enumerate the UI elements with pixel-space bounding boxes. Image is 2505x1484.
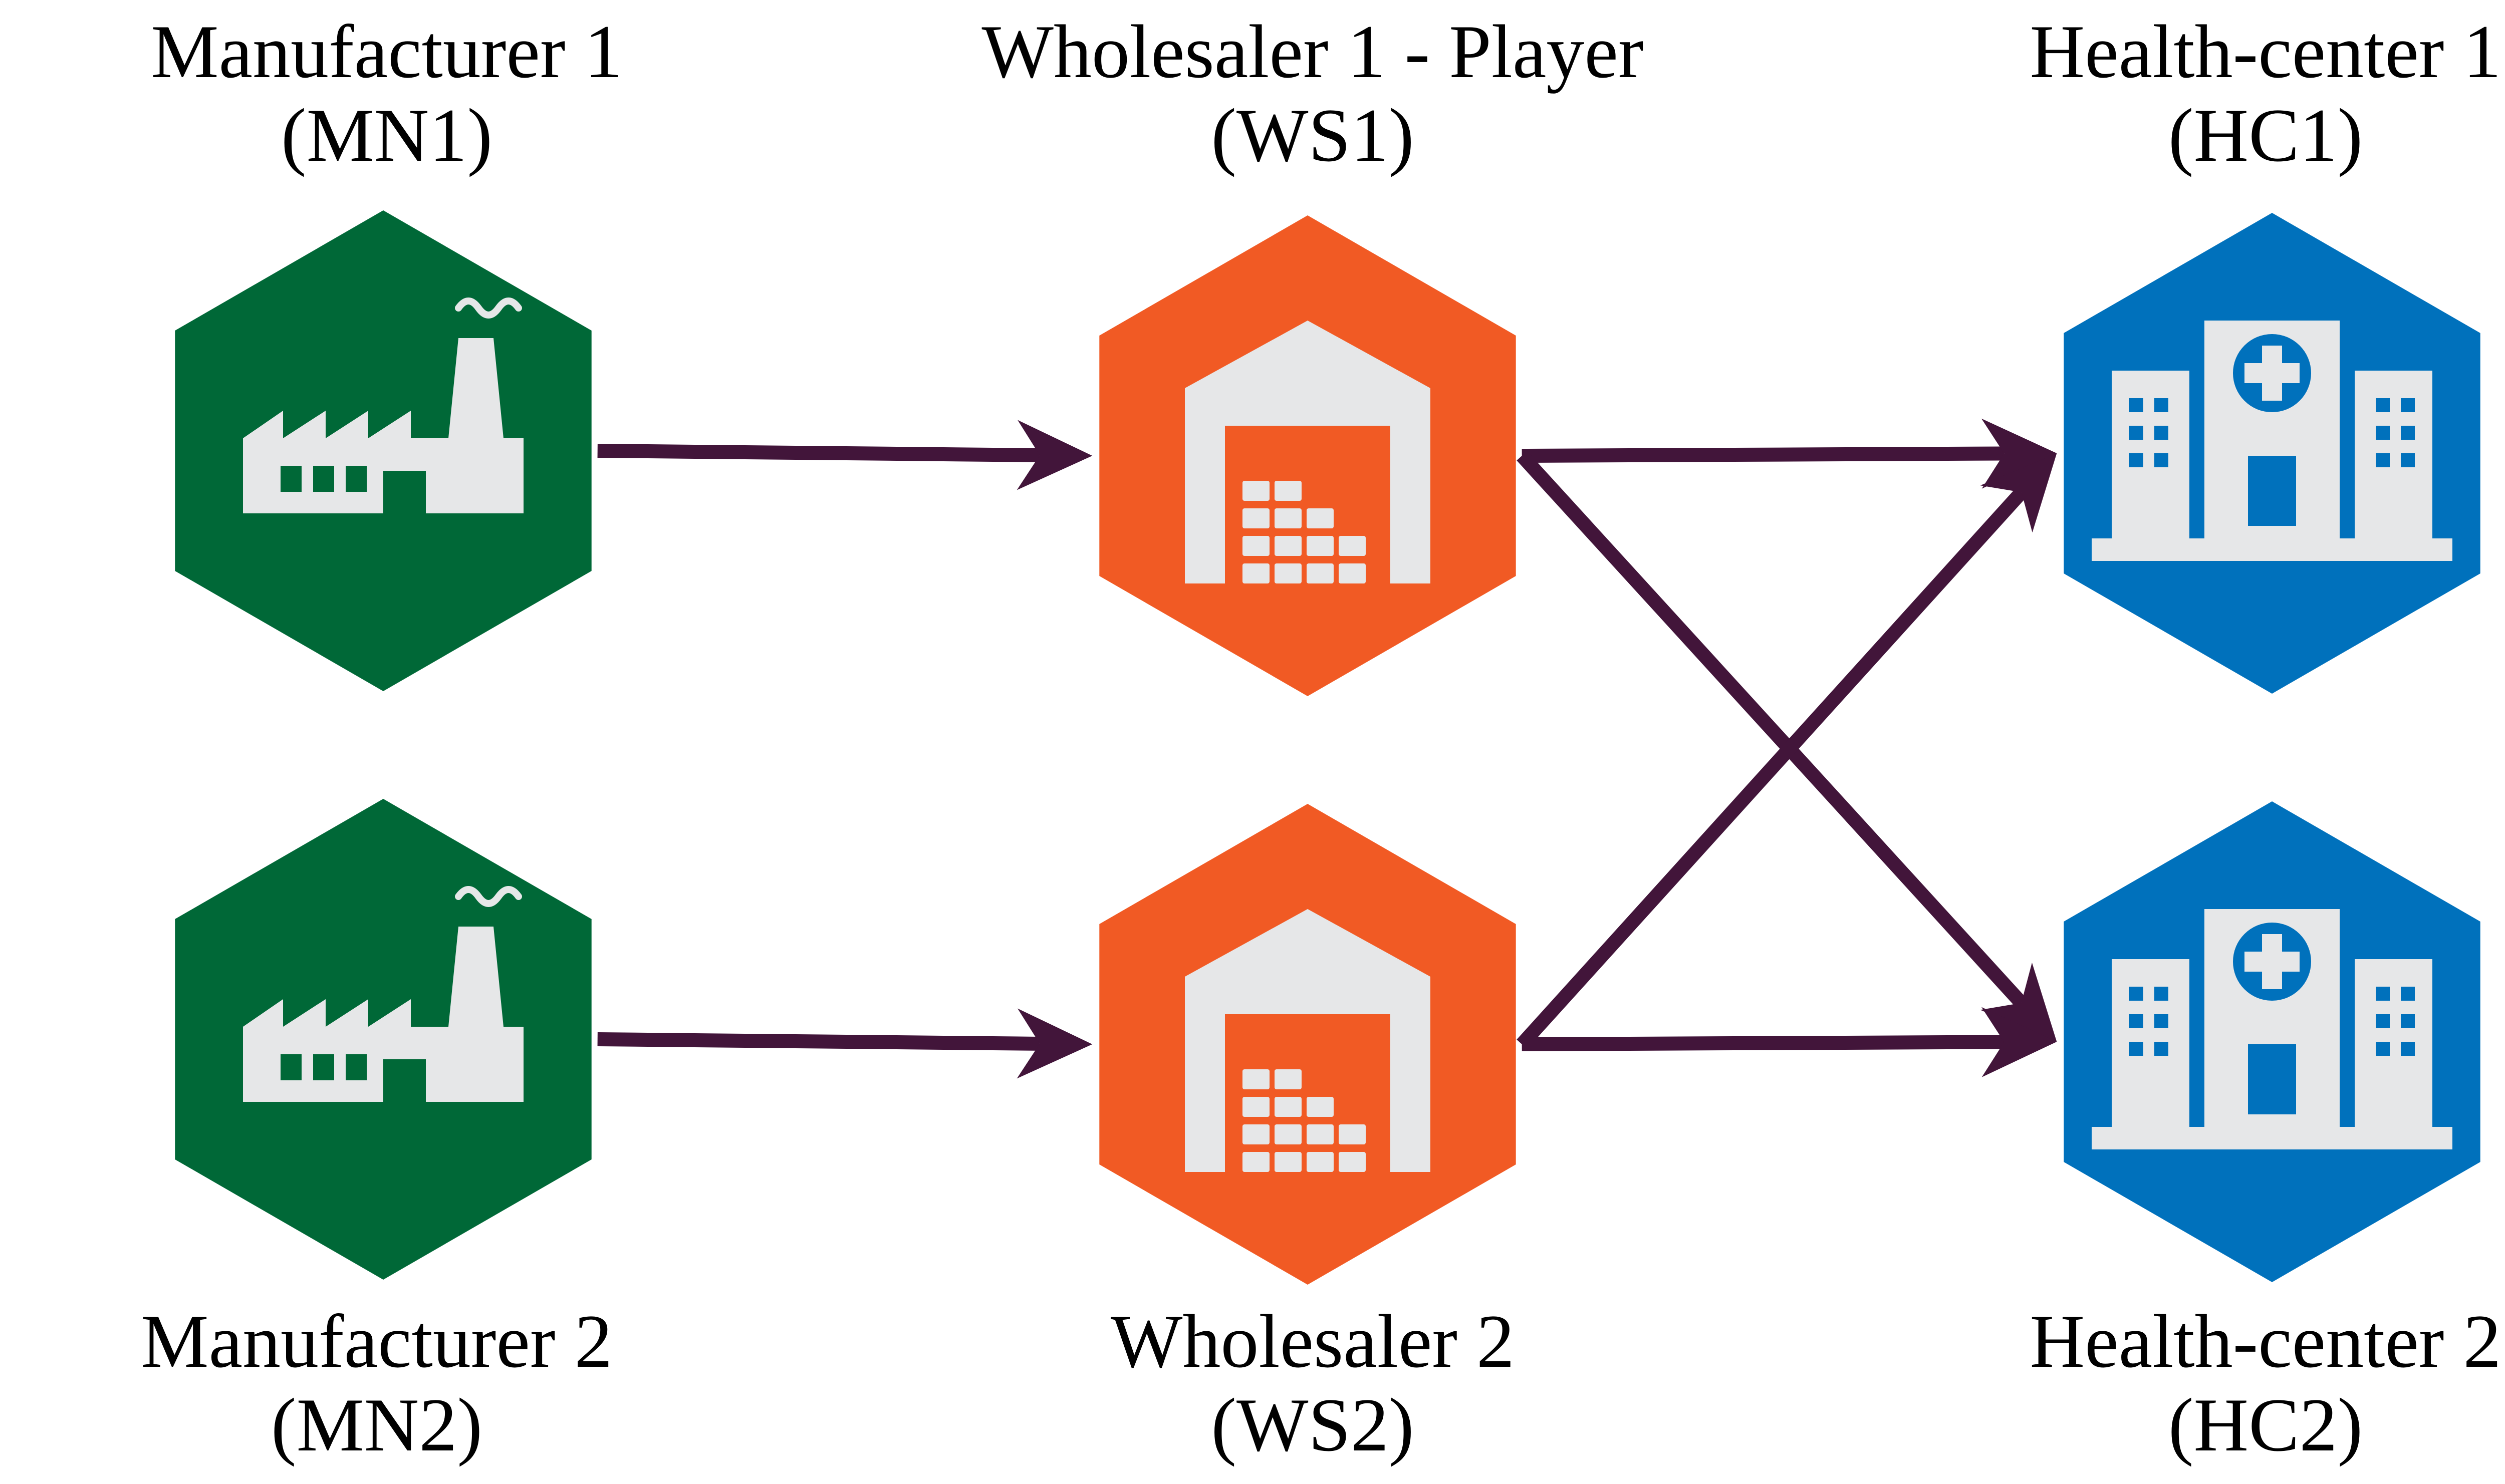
hc2-code: (HC2) — [2168, 1383, 2363, 1467]
mn1-node — [175, 210, 592, 691]
ws2-name: Wholesaler 2 — [1110, 1299, 1515, 1383]
edge-ws1-hc1 — [1522, 418, 2057, 489]
arrowhead — [1981, 1007, 2057, 1077]
arrowhead — [1017, 420, 1093, 490]
edge-mn1-ws1 — [597, 420, 1093, 490]
mn2-label: Manufacturer 2 (MN2) — [26, 1299, 727, 1467]
mn1-code: (MN1) — [281, 93, 493, 178]
ws1-name: Wholesaler 1 - Player — [981, 10, 1644, 94]
hc2-name: Health-center 2 — [2030, 1299, 2501, 1383]
arrow-line — [1522, 446, 2005, 463]
mn1-name: Manufacturer 1 — [151, 10, 623, 94]
ws1-label: Wholesaler 1 - Player (WS1) — [962, 10, 1663, 177]
ws2-node — [1099, 804, 1516, 1285]
hc1-name: Health-center 1 — [2030, 10, 2501, 94]
arrow-line — [1522, 1035, 2005, 1051]
arrow-line — [597, 1032, 1040, 1051]
ws1-code: (WS1) — [1211, 93, 1414, 178]
hc2-node — [2064, 801, 2480, 1282]
hc1-code: (HC1) — [2168, 93, 2363, 178]
ws2-hexagon — [1099, 804, 1516, 1285]
edge-ws1-hc2 — [1517, 451, 2057, 1042]
ws1-node — [1099, 215, 1516, 696]
arrowhead — [1981, 418, 2057, 489]
hc2-label: Health-center 2 (HC2) — [1915, 1299, 2505, 1467]
mn2-code: (MN2) — [271, 1383, 483, 1467]
mn1-label: Manufacturer 1 (MN1) — [36, 10, 737, 177]
edge-mn2-ws2 — [597, 1008, 1093, 1079]
ws1-hexagon — [1099, 215, 1516, 696]
ws2-code: (WS2) — [1211, 1383, 1414, 1467]
mn2-name: Manufacturer 2 — [141, 1299, 613, 1383]
arrow-line — [597, 444, 1040, 462]
arrow-line — [1517, 451, 2027, 1008]
arrowhead — [1017, 1008, 1093, 1079]
edge-ws2-hc1 — [1517, 453, 2057, 1049]
hc1-label: Health-center 1 (HC1) — [1915, 10, 2505, 177]
ws2-label: Wholesaler 2 (WS2) — [962, 1299, 1663, 1467]
arrowhead — [1980, 453, 2057, 533]
edge-ws2-hc2 — [1522, 1007, 2057, 1077]
arrow-line — [1517, 487, 2027, 1049]
hc1-node — [2064, 213, 2480, 694]
arrowhead — [1980, 963, 2057, 1042]
mn2-node — [175, 799, 592, 1280]
